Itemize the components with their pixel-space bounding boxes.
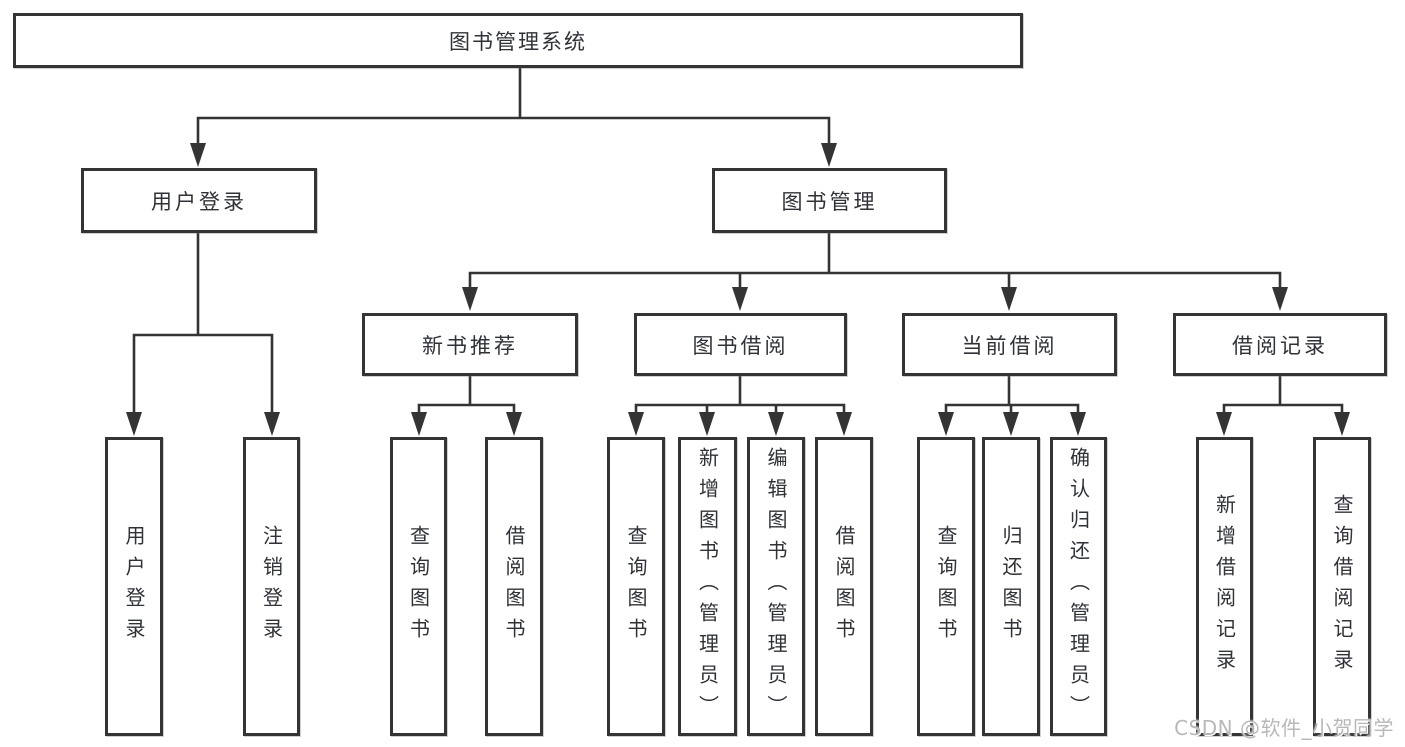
leaf-return-books: 归还图书 — [982, 437, 1040, 736]
arrowhead-icon — [1272, 287, 1288, 311]
arrowhead-icon — [1216, 412, 1232, 436]
node-user-login: 用户登录 — [81, 168, 317, 233]
arrowhead-icon — [628, 412, 644, 436]
leaf-confirm-return-admin: 确认归还（管理员） — [1050, 437, 1107, 736]
node-book-management: 图书管理 — [712, 168, 947, 233]
node-label: 借阅图书 — [832, 524, 856, 649]
node-label: 借阅图书 — [502, 524, 526, 649]
node-label: 图书管理系统 — [449, 29, 587, 54]
leaf-query-books-1: 查询图书 — [390, 437, 447, 736]
connector-borrow-records — [1222, 372, 1344, 417]
arrowhead-icon — [699, 412, 715, 436]
arrowhead-icon — [1003, 412, 1019, 436]
leaf-borrow-books-2: 借阅图书 — [815, 437, 873, 736]
arrowhead-icon — [768, 412, 784, 436]
arrowhead-icon — [506, 412, 522, 436]
node-label: 图书管理 — [781, 189, 878, 214]
leaf-query-books-2: 查询图书 — [607, 437, 665, 736]
arrowhead-icon — [1070, 412, 1086, 436]
node-label: 查询图书 — [406, 524, 431, 649]
arrowhead-icon — [462, 287, 478, 311]
connector-new-book — [417, 372, 516, 417]
arrowhead-icon — [1334, 412, 1350, 436]
node-book-borrowing: 图书借阅 — [634, 313, 847, 376]
leaf-edit-books-admin: 编辑图书（管理员） — [747, 437, 805, 736]
leaf-add-borrow-record: 新增借阅记录 — [1196, 437, 1253, 736]
node-borrow-records: 借阅记录 — [1173, 313, 1387, 376]
arrowhead-icon — [126, 412, 142, 436]
node-label: 确认归还（管理员） — [1066, 447, 1091, 726]
node-label: 用户登录 — [122, 524, 146, 649]
node-label: 归还图书 — [999, 524, 1023, 649]
node-label: 借阅记录 — [1232, 333, 1328, 358]
node-label: 新增借阅记录 — [1212, 493, 1237, 680]
node-label: 当前借阅 — [961, 333, 1058, 358]
arrowhead-icon — [732, 287, 748, 311]
node-label: 用户登录 — [151, 189, 247, 214]
connector-root — [196, 66, 831, 148]
node-label: 新书推荐 — [422, 333, 518, 358]
arrowhead-icon — [836, 412, 852, 436]
node-label: 查询图书 — [934, 524, 958, 649]
csdn-watermark: CSDN @软件_小贺同学 — [1174, 716, 1394, 740]
leaf-borrow-books-1: 借阅图书 — [485, 437, 543, 736]
node-current-borrow: 当前借阅 — [902, 313, 1117, 376]
leaf-add-books-admin: 新增图书（管理员） — [678, 437, 737, 736]
node-label: 查询图书 — [624, 524, 648, 649]
node-label: 新增图书（管理员） — [695, 447, 720, 726]
leaf-query-borrow-records: 查询借阅记录 — [1313, 437, 1371, 736]
node-library-management-system: 图书管理系统 — [13, 13, 1023, 68]
leaf-logout: 注销登录 — [243, 437, 300, 736]
arrowhead-icon — [938, 412, 954, 436]
arrowhead-icon — [264, 412, 280, 436]
connector-book-borrow — [634, 372, 846, 417]
node-label: 图书借阅 — [692, 333, 789, 358]
leaf-query-books-3: 查询图书 — [917, 437, 975, 736]
node-label: 编辑图书（管理员） — [764, 447, 788, 726]
arrowhead-icon — [1001, 287, 1017, 311]
node-label: 查询借阅记录 — [1330, 493, 1354, 680]
connector-book-management — [468, 231, 1282, 292]
leaf-user-login: 用户登录 — [105, 437, 163, 736]
node-new-book-recommendation: 新书推荐 — [362, 313, 578, 376]
arrowhead-icon — [411, 412, 427, 436]
node-label: 注销登录 — [259, 524, 284, 649]
arrowhead-icon — [821, 143, 837, 167]
arrowhead-icon — [190, 143, 206, 167]
connector-user-login — [132, 231, 274, 417]
connector-current-borrow — [944, 372, 1080, 417]
